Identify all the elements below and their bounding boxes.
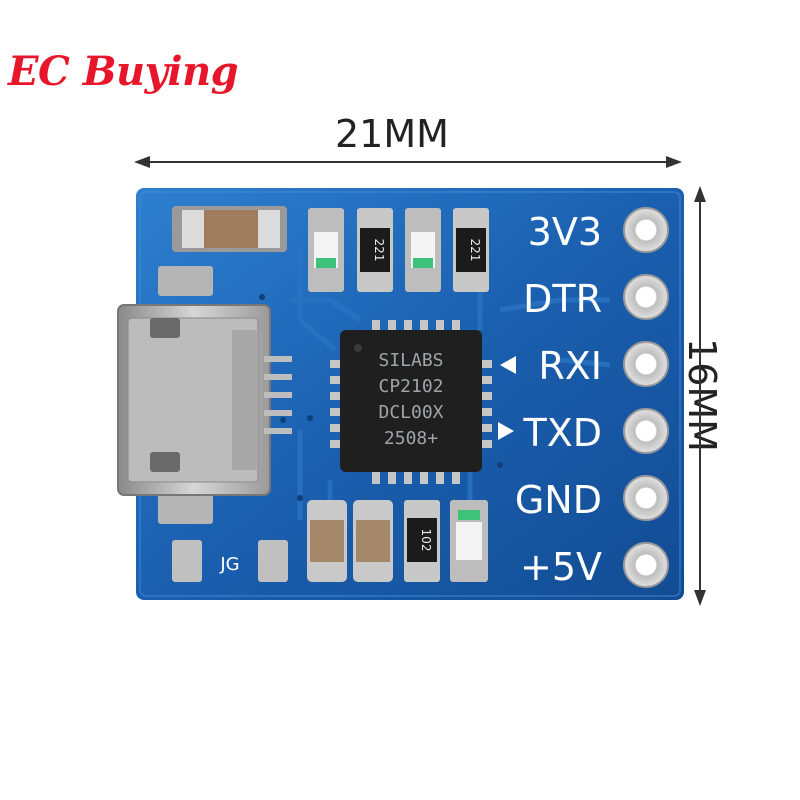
txd-arrow-icon: [498, 422, 514, 440]
pin-label-5v: +5V: [520, 545, 602, 589]
pin-label-gnd: GND: [515, 478, 602, 522]
resistor-bottom-label: 102: [419, 529, 433, 552]
jumper-label: JG: [219, 554, 239, 575]
led-top-1: [308, 208, 344, 292]
micro-usb-connector: [117, 304, 292, 496]
led-top-2: [405, 208, 441, 292]
capacitor-bottom-2: [353, 500, 393, 582]
resistor-top-1: 221: [357, 208, 393, 292]
chip-line-2: CP2102: [378, 376, 443, 397]
capacitor-top-left: [172, 206, 287, 252]
height-dimension-arrow: [694, 186, 706, 606]
width-dimension-arrow: [134, 156, 682, 168]
resistor-top-1-label: 221: [372, 239, 386, 262]
resistor-bottom: 102: [404, 500, 440, 582]
led-bottom: [450, 500, 488, 582]
pin-label-dtr: DTR: [523, 277, 602, 321]
resistor-top-2-label: 221: [468, 239, 482, 262]
pin-label-3v3: 3V3: [528, 210, 602, 254]
chip-line-4: 2508+: [384, 428, 438, 449]
chip-line-3: DCL00X: [378, 402, 443, 423]
pin-label-rxi: RXI: [538, 344, 602, 388]
rxi-arrow-icon: [500, 356, 516, 374]
width-dimension-label: 21MM: [335, 112, 449, 156]
chip-line-1: SILABS: [378, 350, 443, 371]
brand-logo-text: EC Buying: [8, 48, 239, 95]
jumper-jg: JG: [172, 540, 288, 582]
cp2102-chip: SILABS CP2102 DCL00X 2508+: [330, 320, 492, 484]
pin-label-txd: TXD: [522, 411, 602, 455]
solder-pad: [158, 266, 213, 296]
capacitor-bottom-1: [307, 500, 347, 582]
solder-pad: [158, 494, 213, 524]
resistor-top-2: 221: [453, 208, 489, 292]
pin-headers: [623, 207, 669, 588]
